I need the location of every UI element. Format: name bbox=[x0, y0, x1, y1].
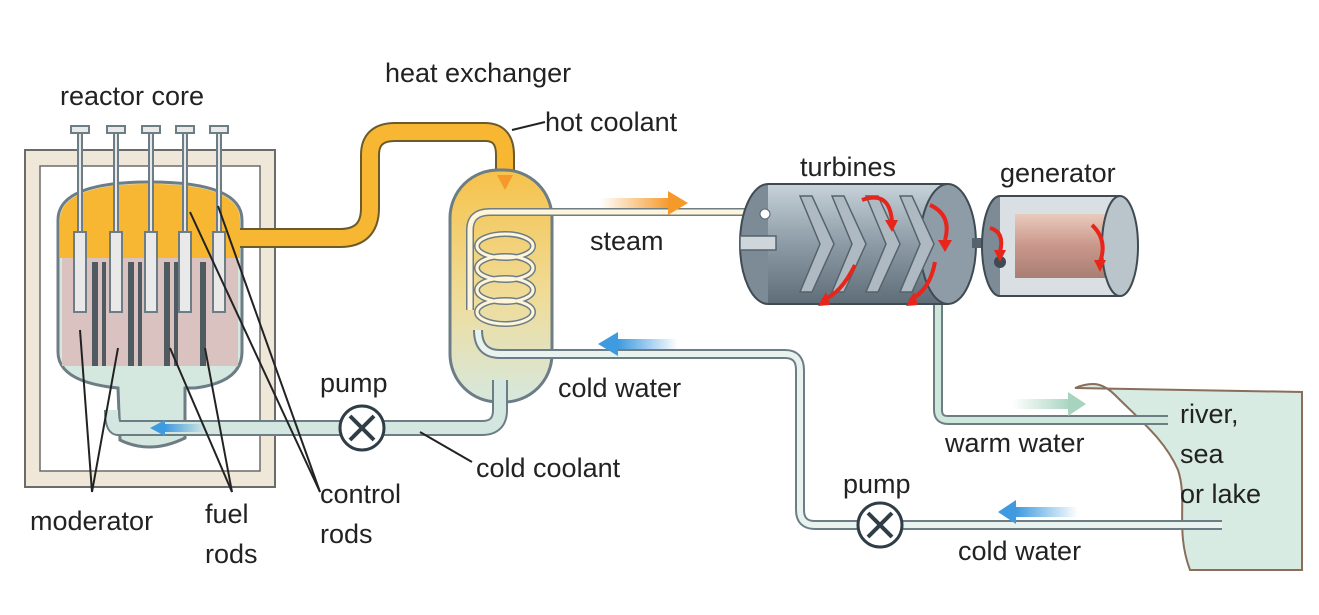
pump-right-symbol bbox=[856, 501, 904, 549]
hot-coolant-pipe-fill bbox=[240, 124, 513, 246]
label-reactor-core: reactor core bbox=[60, 81, 204, 111]
control-rods bbox=[70, 125, 229, 313]
label-turbines: turbines bbox=[800, 152, 896, 182]
river-area bbox=[1074, 383, 1303, 571]
leader-lines bbox=[79, 121, 546, 493]
label-cold-coolant: cold coolant bbox=[476, 453, 621, 483]
pump-left-symbol bbox=[338, 404, 386, 452]
label-steam: steam bbox=[590, 226, 664, 256]
cold-water-arrow-lower bbox=[998, 500, 1078, 524]
label-river-line3: or lake bbox=[1180, 479, 1261, 509]
heat-exchanger-arrow bbox=[497, 175, 513, 190]
label-fuel-rods-line2: rods bbox=[205, 539, 258, 569]
label-control-rods-line2: rods bbox=[320, 519, 373, 549]
fuel-rods bbox=[92, 262, 206, 366]
heat-exchanger-vessel bbox=[448, 168, 554, 404]
warm-water-arrow bbox=[1012, 392, 1086, 416]
label-generator: generator bbox=[1000, 158, 1116, 188]
label-control-rods-line1: control bbox=[320, 479, 401, 509]
label-heat-exchanger: heat exchanger bbox=[385, 58, 571, 88]
cold-coolant-pipe-fill bbox=[106, 380, 506, 434]
generator bbox=[981, 195, 1139, 297]
label-river-line2: sea bbox=[1180, 439, 1225, 469]
steam-arrow bbox=[600, 191, 688, 215]
cold-water-arrow-upper bbox=[598, 332, 678, 356]
label-fuel-rods-line1: fuel bbox=[205, 499, 249, 529]
label-cold-water-upper: cold water bbox=[558, 373, 681, 403]
label-hot-coolant: hot coolant bbox=[545, 107, 678, 137]
label-pump-right: pump bbox=[843, 469, 911, 499]
label-moderator: moderator bbox=[30, 506, 153, 536]
label-warm-water: warm water bbox=[944, 428, 1085, 458]
label-cold-water-lower: cold water bbox=[958, 536, 1081, 566]
turbine bbox=[739, 183, 1002, 305]
label-pump-left: pump bbox=[320, 368, 388, 398]
generator-rotation-arrows bbox=[989, 223, 1105, 263]
label-river-line1: river, bbox=[1180, 399, 1239, 429]
cold-coolant-arrow bbox=[150, 420, 165, 436]
